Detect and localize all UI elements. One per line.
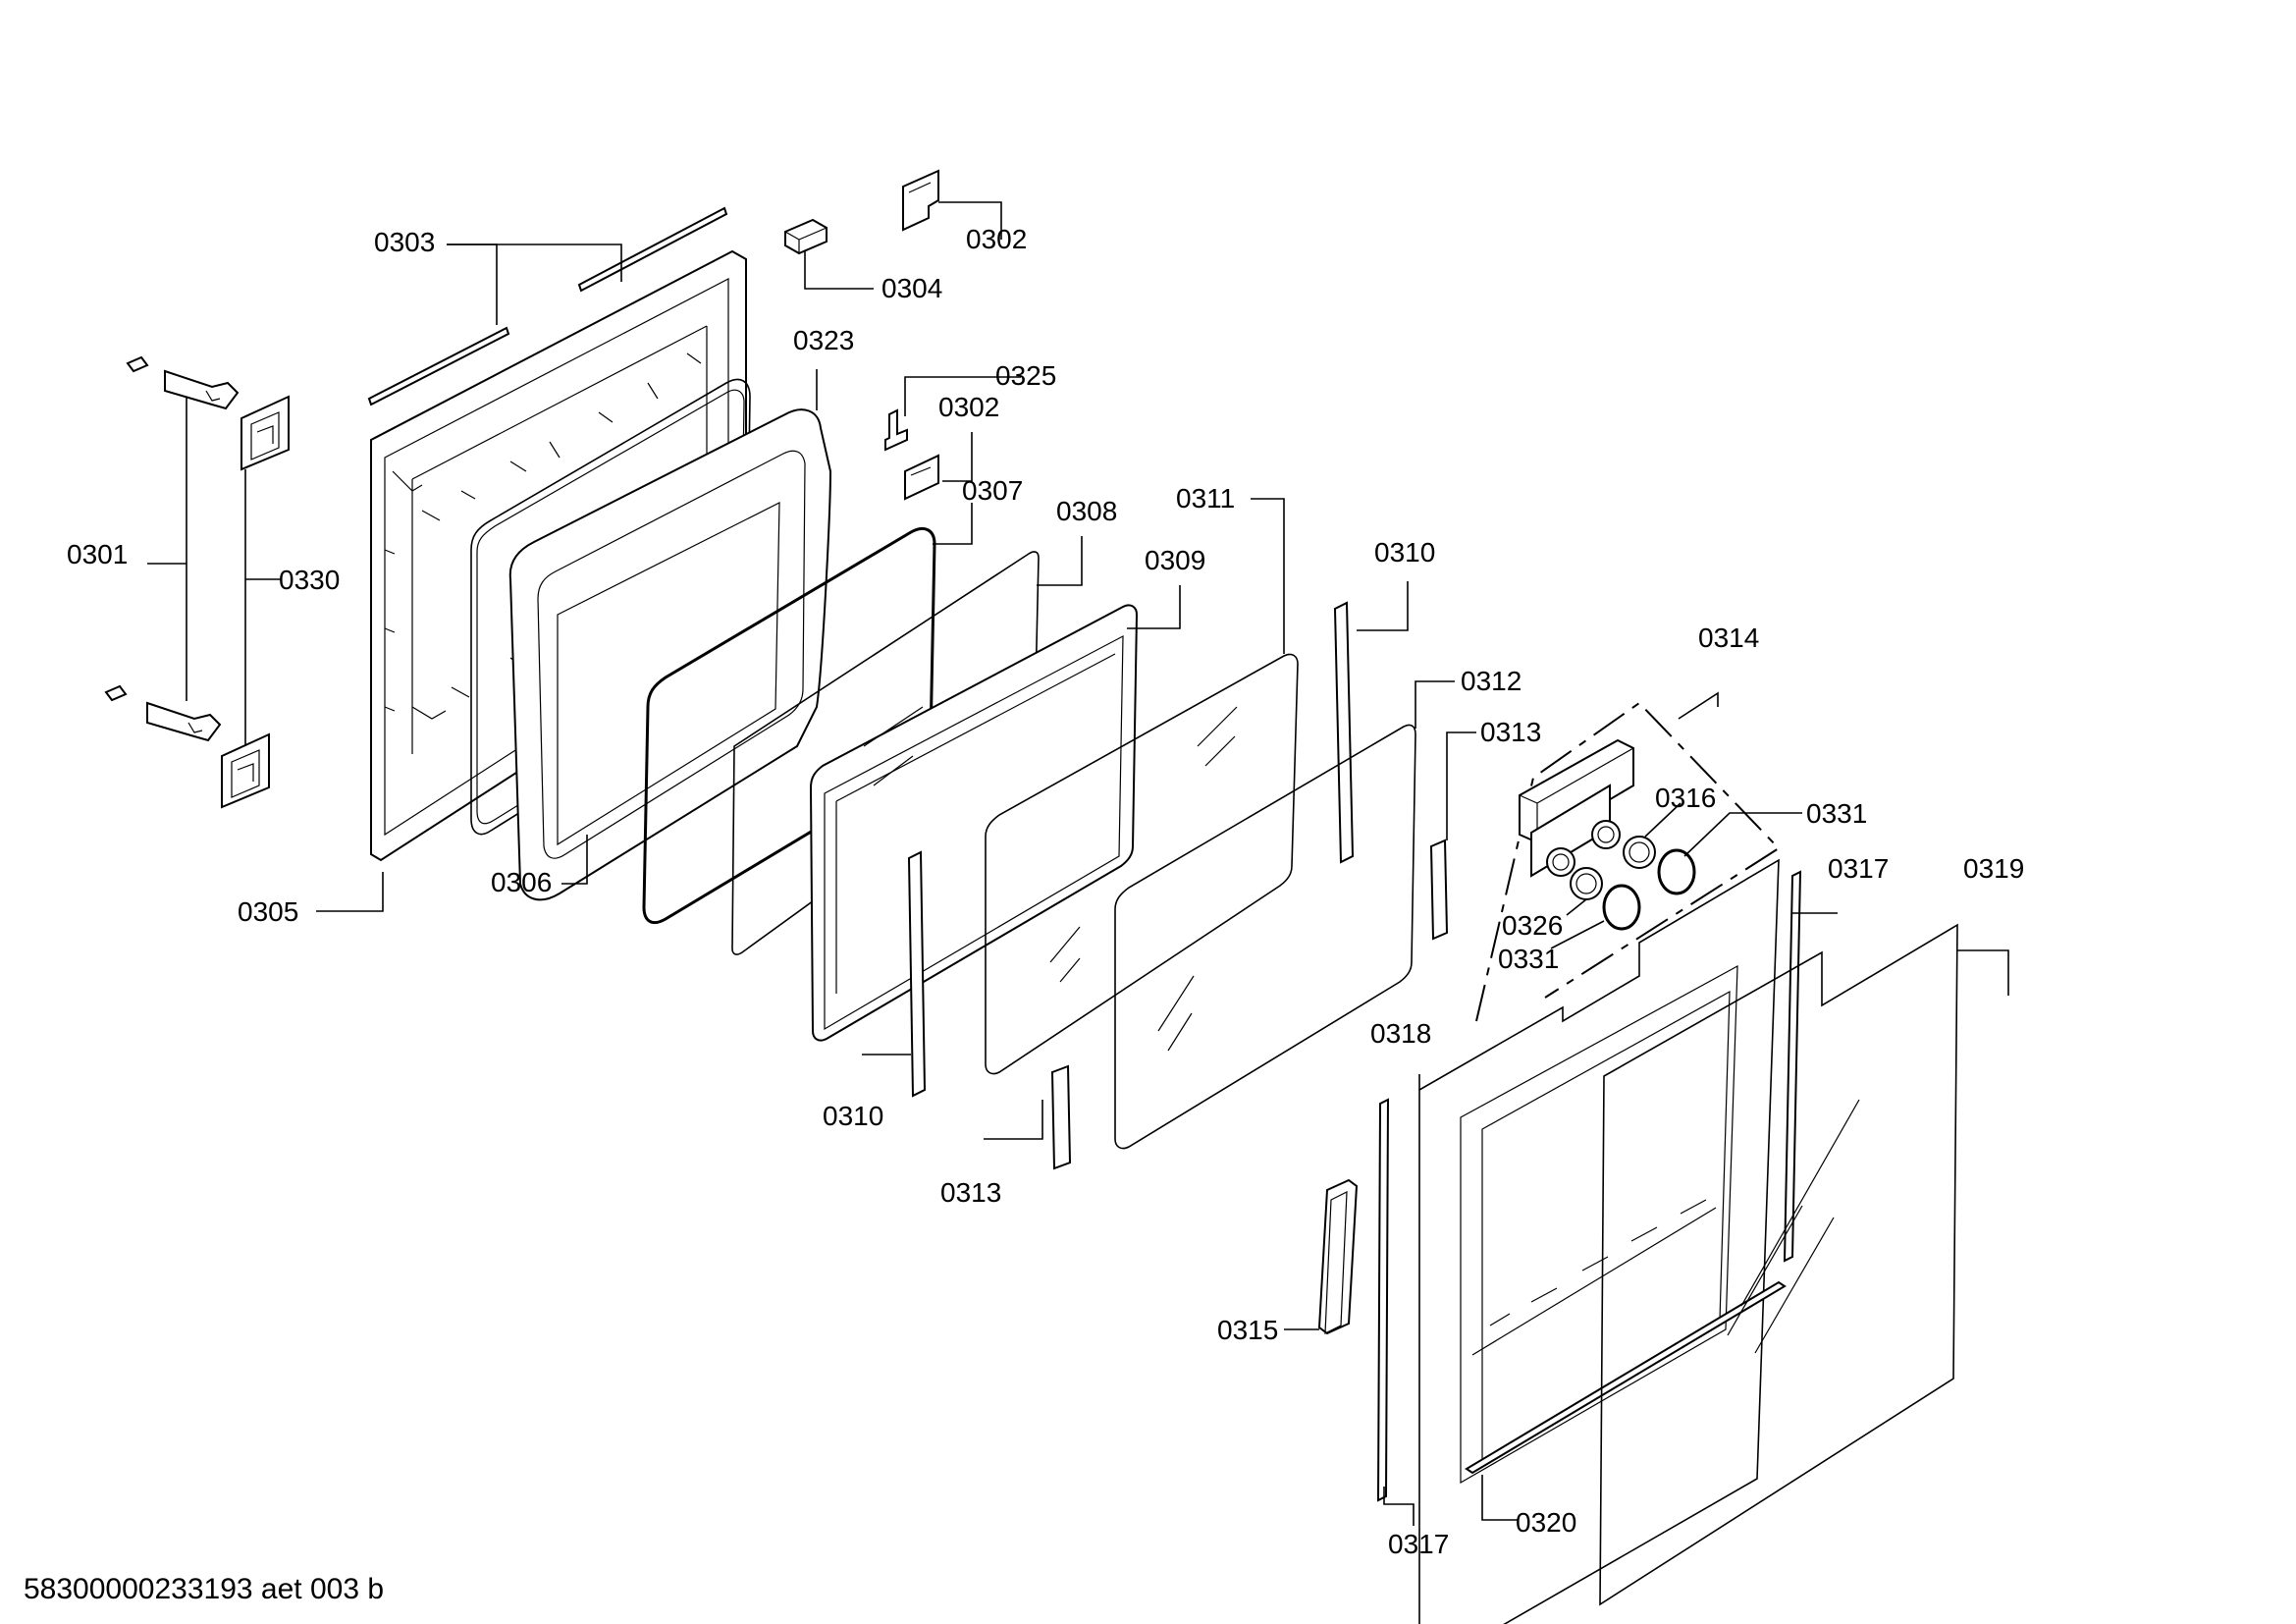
- document-id: 58300000233193 aet 003 b: [24, 1573, 384, 1605]
- part-0331-ring-right: [1657, 848, 1696, 895]
- label-0318: 0318: [1370, 1018, 1431, 1049]
- part-0309-frame: [809, 604, 1139, 1042]
- part-0310-strip-upper: [1333, 601, 1355, 864]
- part-0316-knob: [1623, 836, 1656, 869]
- part-0302-bracket-lower: [904, 454, 939, 501]
- label-0315: 0315: [1217, 1315, 1278, 1345]
- part-0314-control-unit: [1475, 701, 1781, 1022]
- part-0330-cover-upper: [240, 395, 290, 471]
- label-0320: 0320: [1516, 1507, 1576, 1538]
- part-0315-handle: [1317, 1178, 1359, 1335]
- part-0326-knob: [1570, 867, 1603, 900]
- part-0303-trim-strips: [367, 206, 728, 406]
- part-0306-inner-liner: [508, 408, 832, 901]
- label-0331-right: 0331: [1806, 798, 1867, 829]
- label-0308: 0308: [1056, 496, 1117, 526]
- part-0313-clip-upper: [1429, 839, 1449, 941]
- part-0301-hinge-upper: [126, 355, 240, 410]
- label-0325: 0325: [995, 360, 1056, 391]
- part-0301-hinge-lower: [104, 684, 222, 742]
- label-0317-left: 0317: [1388, 1529, 1449, 1559]
- label-0302-lower: 0302: [938, 392, 999, 422]
- part-0330-cover-lower: [221, 732, 270, 809]
- part-0331-ring-left: [1602, 884, 1641, 931]
- label-0301: 0301: [67, 539, 128, 569]
- part-0317-strip-right: [1783, 870, 1802, 1263]
- label-0310-lower: 0310: [823, 1101, 883, 1131]
- part-0312-glass: [1114, 724, 1416, 1150]
- label-0330: 0330: [279, 565, 340, 595]
- label-0305: 0305: [238, 896, 298, 927]
- part-0313-clip-lower: [1050, 1064, 1072, 1170]
- part-0310-strip-lower: [907, 850, 927, 1098]
- part-0302-bracket-upper: [902, 169, 939, 232]
- part-0325-pin: [884, 408, 908, 452]
- callout-labels: 0303 0304 0302 0323 0325 0302 0307 0308 …: [67, 224, 2024, 1559]
- label-0312: 0312: [1461, 666, 1522, 696]
- label-0313-lower: 0313: [940, 1177, 1001, 1208]
- label-0316: 0316: [1655, 783, 1716, 813]
- label-0307: 0307: [962, 475, 1023, 506]
- label-0317-right: 0317: [1828, 853, 1889, 884]
- label-0309: 0309: [1145, 545, 1205, 575]
- label-0304: 0304: [881, 273, 942, 303]
- part-0318-outer-panel: [1418, 858, 1780, 1624]
- part-0317-strip-left: [1376, 1098, 1390, 1502]
- label-0313-upper: 0313: [1480, 717, 1541, 747]
- label-0303: 0303: [374, 227, 435, 257]
- leader-lines: [147, 201, 2009, 1526]
- label-0323: 0323: [793, 325, 854, 355]
- label-0310-upper: 0310: [1374, 537, 1435, 568]
- label-0306: 0306: [491, 867, 552, 897]
- part-0320-bottom-strip: [1465, 1280, 1787, 1475]
- label-0302-upper: 0302: [966, 224, 1027, 254]
- part-0319-front-glass: [1599, 923, 1958, 1606]
- label-0311: 0311: [1176, 483, 1235, 514]
- part-0304-clip: [784, 218, 828, 255]
- label-0314: 0314: [1698, 623, 1759, 653]
- label-0331-left: 0331: [1498, 944, 1559, 974]
- label-0319: 0319: [1963, 853, 2024, 884]
- part-0311-glass: [985, 653, 1299, 1075]
- label-0326: 0326: [1502, 910, 1563, 941]
